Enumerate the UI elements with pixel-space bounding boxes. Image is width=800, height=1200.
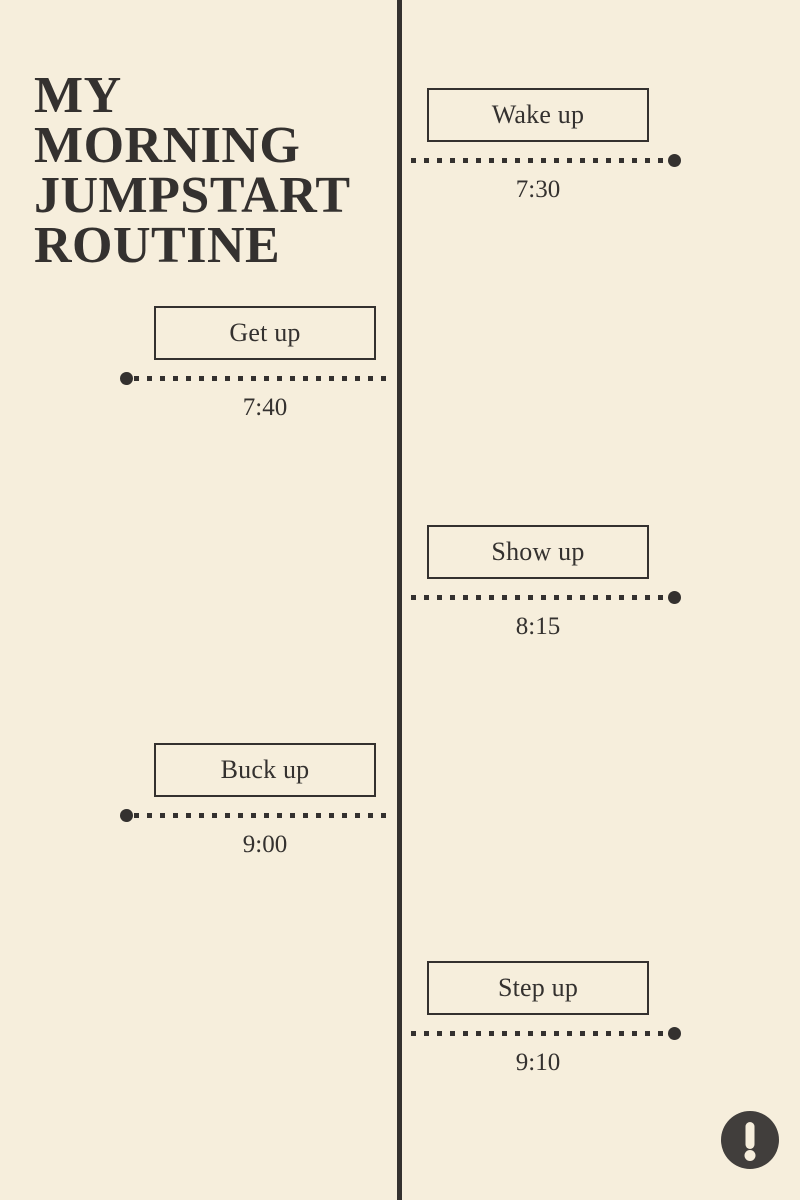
dotted-line (411, 158, 667, 163)
timeline-node-dot (668, 591, 681, 604)
timeline-node-dot (120, 809, 133, 822)
dotted-line (411, 595, 667, 600)
timeline-label-text: Wake up (491, 100, 585, 129)
timeline-time: 9:10 (515, 1049, 561, 1076)
timeline-label-text: Show up (491, 537, 585, 566)
timeline-time: 7:30 (515, 176, 561, 203)
timeline-node-dot (668, 154, 681, 167)
timeline-label-text: Step up (497, 973, 579, 1002)
page-title: My Morning Jumpstart Routine (34, 66, 351, 274)
timeline-label-box[interactable]: Show up (427, 525, 649, 579)
timeline-label-box[interactable]: Buck up (154, 743, 376, 797)
dotted-line (134, 813, 390, 818)
timeline-connector (411, 591, 681, 605)
timeline-connector (411, 1027, 681, 1041)
timeline-connector (120, 809, 390, 823)
timeline-label-text: Buck up (220, 755, 310, 784)
timeline-time: 9:00 (242, 831, 288, 858)
timeline-label-box[interactable]: Wake up (427, 88, 649, 142)
timeline-connector (411, 154, 681, 168)
timeline-label-box[interactable]: Step up (427, 961, 649, 1015)
exclamation-mark-logo (721, 1111, 779, 1169)
timeline-time: 7:40 (242, 394, 288, 421)
timeline-label-text: Get up (229, 318, 301, 347)
timeline-label-box[interactable]: Get up (154, 306, 376, 360)
timeline-node-dot (120, 372, 133, 385)
timeline-node-dot (668, 1027, 681, 1040)
exclamation-mark-icon (721, 1111, 779, 1169)
dotted-line (411, 1031, 667, 1036)
center-timeline-spine (397, 0, 402, 1200)
timeline-connector (120, 372, 390, 386)
timeline-time: 8:15 (515, 613, 561, 640)
dotted-line (134, 376, 390, 381)
